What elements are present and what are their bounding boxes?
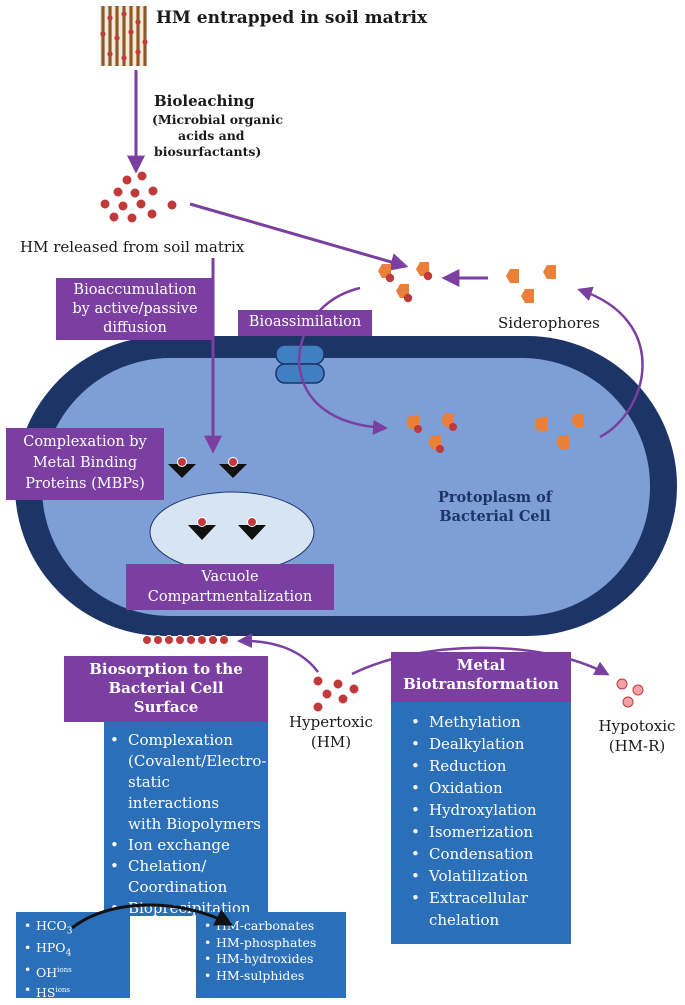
vacuole-compartmentalization-box: Vacuole Compartmentalization — [126, 564, 334, 610]
complexation-line-1: Complexation by — [23, 434, 147, 450]
biotransformation-item: Methylation — [411, 711, 565, 733]
bioaccumulation-box: Bioaccumulation by active/passive diffus… — [56, 278, 214, 340]
product-item: HM-hydroxides — [204, 951, 342, 968]
metal-binding-proteins — [168, 457, 247, 478]
hypertoxic-label: Hypertoxic (HM) — [286, 712, 376, 752]
hypotoxic-label: Hypotoxic (HM-R) — [594, 716, 680, 756]
biosorption-title-2: Bacterial Cell — [108, 679, 224, 697]
biosorption-title-box: Biosorption to the Bacterial Cell Surfac… — [64, 656, 268, 722]
hypertoxic-line-2: (HM) — [310, 733, 352, 751]
bioleaching-detail-2: acids and — [178, 128, 245, 143]
biotransformation-item: Volatilization — [411, 865, 565, 887]
bioassimilation-box: Bioassimilation — [238, 310, 372, 336]
bioaccumulation-line-3: diffusion — [103, 320, 167, 336]
ions-box: HCO3 HPO4 OHions HSions — [16, 912, 130, 1000]
hm-entrapped-label: HM entrapped in soil matrix — [156, 8, 428, 28]
products-box: HM-carbonates HM-phosphates HM-hydroxide… — [196, 912, 346, 998]
product-item: HM-phosphates — [204, 935, 342, 952]
biotransformation-title-box: Metal Biotransformation — [391, 652, 571, 702]
bioleaching-label: Bioleaching — [154, 92, 255, 110]
biotransformation-item: Extracellular — [411, 887, 565, 909]
product-item: HM-carbonates — [204, 918, 342, 935]
metals-to-siderophore-arrow — [189, 202, 409, 271]
ion-item: HPO4 — [24, 940, 126, 962]
biotransformation-item: Reduction — [411, 755, 565, 777]
protoplasm-label: Protoplasm of Bacterial Cell — [430, 488, 560, 526]
ion-item: HSions — [24, 982, 126, 1002]
product-item: HM-sulphides — [204, 968, 342, 985]
siderophore-metal-complexes — [378, 262, 433, 303]
biosorption-list-box: Complexation (Covalent/Electro- static i… — [104, 722, 268, 919]
vacuole-line-2: Compartmentalization — [147, 589, 313, 605]
biosorption-item-cont: static interactions — [128, 773, 220, 812]
surface-bound-metals — [142, 635, 229, 645]
biotransformation-item: Condensation — [411, 843, 565, 865]
biotransformation-item: Hydroxylation — [411, 799, 565, 821]
bioleaching-detail-1: (Microbial organic — [152, 112, 283, 127]
biotransformation-item-cont: chelation — [429, 911, 500, 929]
hypotoxic-metals — [616, 678, 644, 708]
biotransformation-arrow — [351, 646, 610, 676]
biosorption-item: Ion exchange — [110, 835, 264, 856]
biosorption-arrow — [237, 633, 319, 673]
free-siderophores — [506, 265, 556, 303]
bioassimilation-arrow — [297, 286, 388, 435]
bioaccumulation-line-2: by active/passive — [72, 301, 198, 317]
biosorption-title-1: Biosorption to the — [89, 660, 243, 678]
hypertoxic-metals — [312, 675, 360, 713]
hm-released-label: HM released from soil matrix — [20, 238, 245, 256]
bioleaching-detail-3: biosurfactants) — [154, 144, 262, 159]
bioaccumulation-line-1: Bioaccumulation — [73, 282, 197, 298]
soil-matrix-icon — [100, 6, 148, 66]
protoplasm-line-1: Protoplasm of — [437, 489, 553, 506]
protoplasm-line-2: Bacterial Cell — [439, 508, 551, 525]
siderophore-recycle-arrow — [577, 286, 644, 439]
biotransformation-item: Dealkylation — [411, 733, 565, 755]
complexation-line-2: Metal Binding — [32, 455, 138, 471]
biotransformation-item: Oxidation — [411, 777, 565, 799]
biotransformation-title-2: Biotransformation — [403, 675, 559, 693]
biotransformation-title-1: Metal — [456, 656, 506, 674]
biosorption-item-cont: with Biopolymers — [128, 815, 261, 833]
hypotoxic-line-2: (HM-R) — [608, 737, 666, 755]
hypertoxic-line-1: Hypertoxic — [289, 713, 373, 731]
released-metals-cluster — [99, 170, 178, 224]
vacuole-line-1: Vacuole — [201, 569, 259, 585]
biotransformation-item: Isomerization — [411, 821, 565, 843]
siderophores-label: Siderophores — [498, 314, 600, 332]
biosorption-item: Complexation — [110, 730, 264, 751]
biosorption-item-cont: Coordination — [128, 878, 228, 896]
ion-item: HCO3 — [24, 918, 126, 940]
internal-siderophore-complexes — [406, 413, 457, 453]
complexation-line-3: Proteins (MBPs) — [25, 476, 145, 492]
hypotoxic-line-1: Hypotoxic — [598, 717, 676, 735]
biotransformation-list-box: Methylation Dealkylation Reduction Oxida… — [391, 702, 571, 944]
biosorption-item-cont: (Covalent/Electro- — [128, 752, 267, 770]
complexation-mbp-box: Complexation by Metal Binding Proteins (… — [6, 428, 164, 500]
biosorption-title-3: Surface — [133, 698, 199, 716]
ions-to-products-arrow — [71, 903, 234, 930]
vacuole — [149, 491, 315, 573]
biosorption-item: Chelation/ — [110, 856, 264, 877]
ion-item: OHions — [24, 962, 126, 982]
